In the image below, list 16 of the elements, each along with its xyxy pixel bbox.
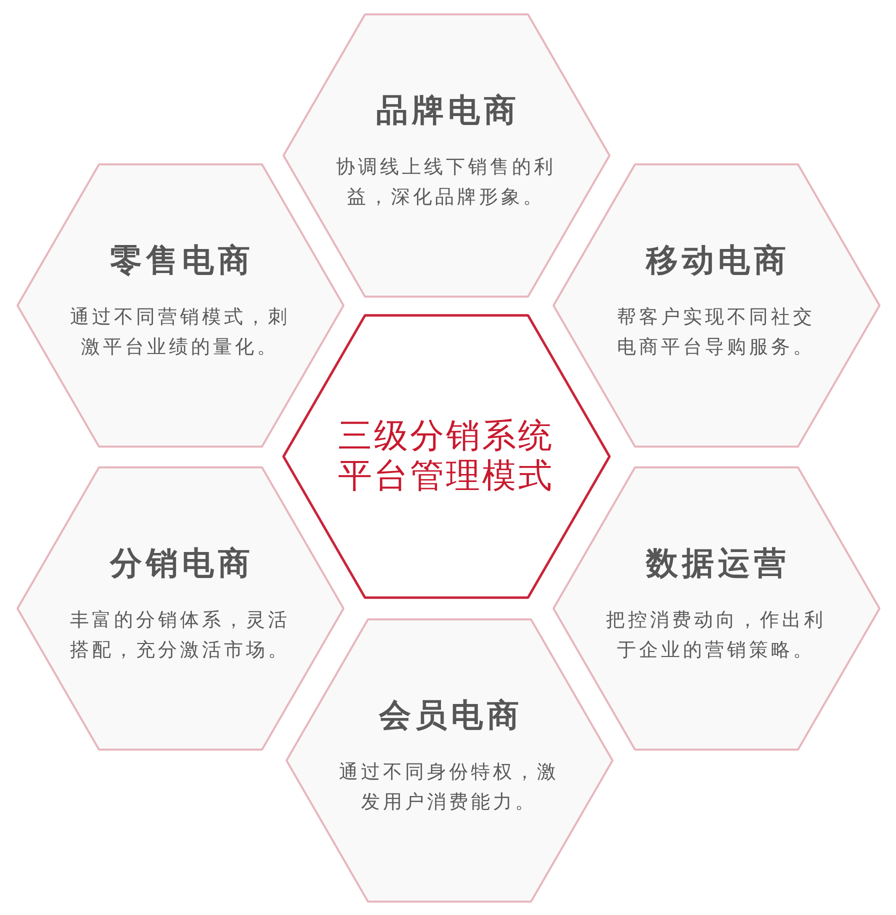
hexagon-title: 品牌电商 bbox=[375, 91, 520, 129]
center-title: 三级分销系统平台管理模式 bbox=[337, 416, 555, 496]
hexagon-title: 数据运营 bbox=[644, 544, 790, 582]
hexagon bbox=[282, 12, 610, 298]
hexagon-title: 移动电商 bbox=[644, 241, 790, 279]
hexagon-description: 把控消费动向，作出利于企业的营销策略。 bbox=[605, 608, 827, 663]
hexagon-title: 会员电商 bbox=[378, 696, 523, 734]
hexagon-description: 丰富的分销体系，灵活搭配，充分激活市场。 bbox=[69, 608, 291, 663]
hexagon bbox=[552, 466, 880, 750]
hexagon-title: 零售电商 bbox=[109, 241, 254, 279]
hexagon-description: 通过不同身份特权，激发用户消费能力。 bbox=[338, 760, 560, 815]
hexagon-title: 分销电商 bbox=[108, 544, 254, 582]
hexagon-description: 通过不同营销模式，刺激平台业绩的量化。 bbox=[69, 305, 291, 360]
hexagon bbox=[552, 162, 880, 448]
hexagon-description: 帮客户实现不同社交电商平台导购服务。 bbox=[616, 305, 816, 360]
hexagon-description: 协调线上线下销售的利益，深化品牌形象。 bbox=[335, 155, 557, 210]
